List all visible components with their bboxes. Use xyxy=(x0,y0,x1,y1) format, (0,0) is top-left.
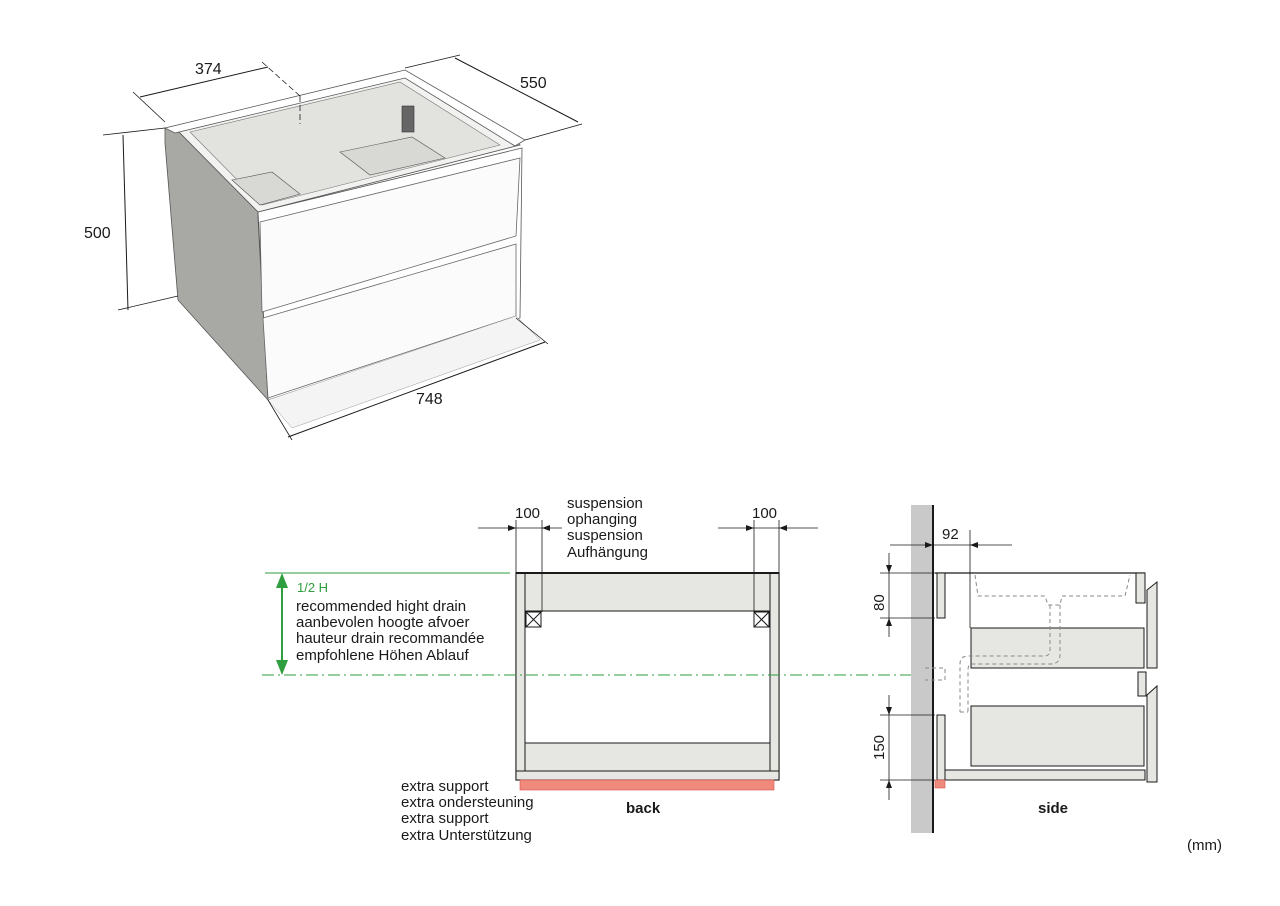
support-label-2: extra ondersteuning xyxy=(401,794,534,811)
side-caption: side xyxy=(1038,800,1068,817)
inner-drawer-right xyxy=(339,136,446,176)
suspension-label-4: Aufhängung xyxy=(567,544,648,561)
back-right-post xyxy=(769,572,780,781)
suspension-label-1: suspension xyxy=(567,495,643,512)
drain-label-1: recommended hight drain xyxy=(296,598,466,615)
dim-150-label: 150 xyxy=(871,735,888,760)
side-back-panel-top xyxy=(936,572,946,619)
side-lower-drawer xyxy=(970,705,1145,767)
dim-550-label: 550 xyxy=(520,75,547,92)
side-front-lower xyxy=(1146,684,1158,783)
support-label-1: extra support xyxy=(401,778,489,795)
suspension-bracket-right xyxy=(753,611,770,628)
back-caption: back xyxy=(626,800,661,817)
siphon-dashed-pipe xyxy=(925,605,1061,713)
back-base xyxy=(515,770,780,781)
side-back-panel-bottom xyxy=(936,714,946,781)
isometric-cabinet-view: 374 550 500 748 xyxy=(84,54,583,441)
unit-label: (mm) xyxy=(1187,837,1222,854)
upper-drawer-front xyxy=(259,157,521,313)
extra-support-bar xyxy=(519,779,775,791)
half-height-label: 1/2 H xyxy=(297,580,328,595)
dim-374-label: 374 xyxy=(195,61,222,78)
support-label-3: extra support xyxy=(401,810,489,827)
side-base-panel xyxy=(944,769,1146,781)
suspension-label-3: suspension xyxy=(567,527,643,544)
inner-drawer-left xyxy=(231,171,301,206)
wall-section xyxy=(911,505,933,833)
drain-label-2: aanbevolen hoogte afvoer xyxy=(296,614,469,631)
dim-500-label: 500 xyxy=(84,225,111,242)
dim-100-left-label: 100 xyxy=(515,505,540,522)
back-top-rail xyxy=(524,572,771,612)
drain-label-3: hauteur drain recommandée xyxy=(296,630,484,647)
suspension-label-2: ophanging xyxy=(567,511,637,528)
back-left-post xyxy=(515,572,526,781)
dim-80-label: 80 xyxy=(871,594,888,611)
support-label-4: extra Unterstützung xyxy=(401,827,532,844)
dim-748-label: 748 xyxy=(416,391,443,408)
side-support-mark xyxy=(934,779,946,789)
back-bottom-rail xyxy=(524,742,771,772)
suspension-bracket-icon xyxy=(401,105,415,133)
side-view: 92 80 150 side xyxy=(871,505,1158,833)
dim-100-right-label: 100 xyxy=(752,505,777,522)
cabinet-top-rim xyxy=(163,69,526,147)
side-front-upper xyxy=(1146,580,1158,669)
suspension-bracket-left xyxy=(525,611,542,628)
cabinet-floor-shadow xyxy=(267,315,541,429)
dim-92-label: 92 xyxy=(942,526,959,543)
back-view: 1/2 H recommended hight drain aanbevolen… xyxy=(265,495,818,844)
basin-dashed-outline xyxy=(974,574,1131,606)
drain-label-4: empfohlene Höhen Ablauf xyxy=(296,647,469,664)
